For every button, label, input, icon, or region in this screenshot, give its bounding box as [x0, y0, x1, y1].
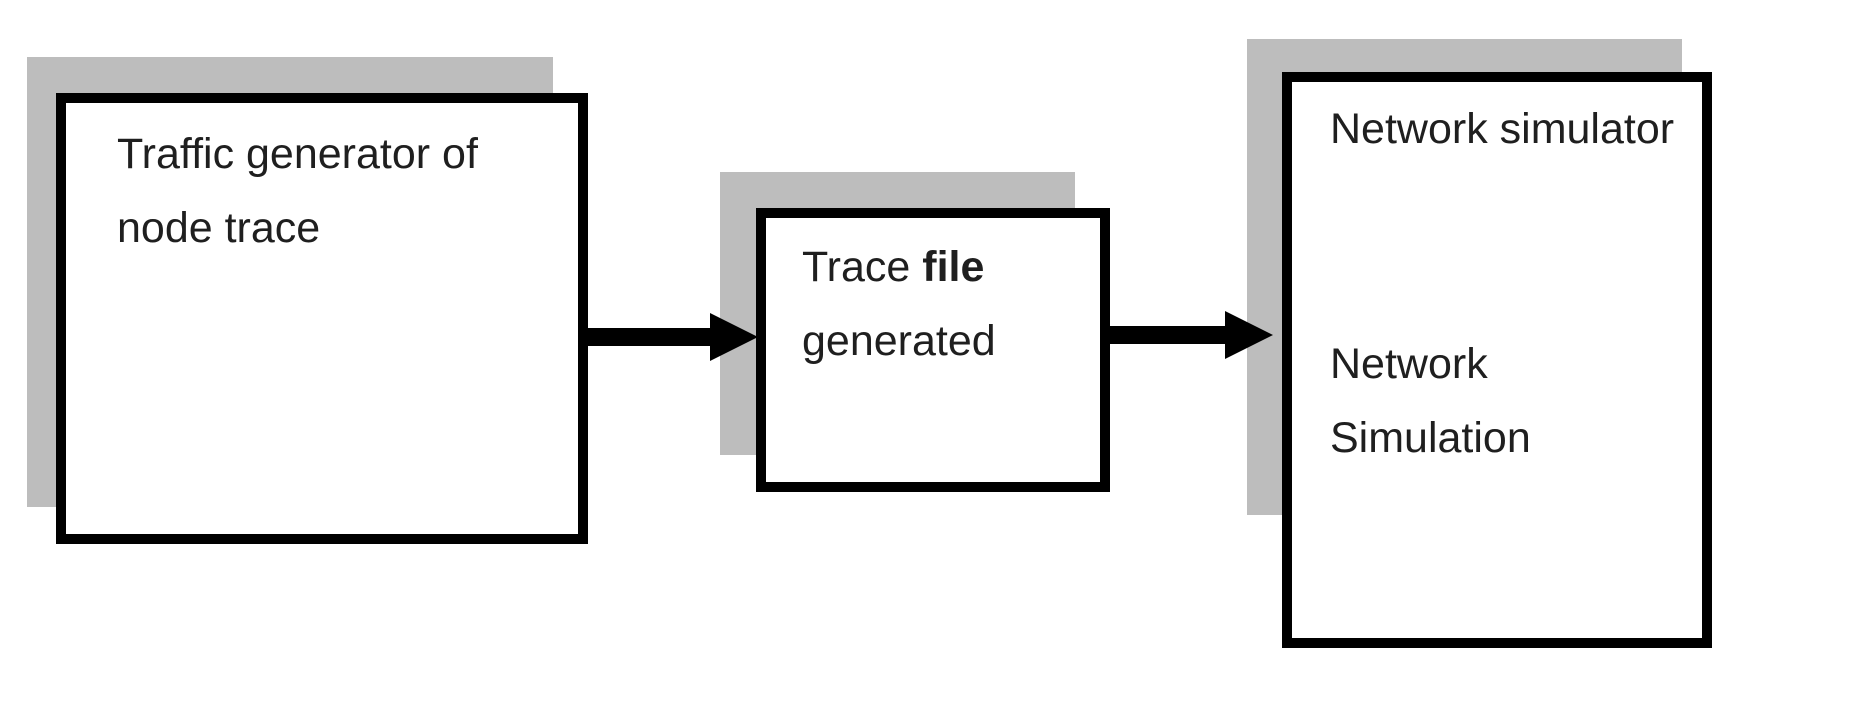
network-simulator-title: Network simulator	[1330, 105, 1675, 153]
trace-file-label: Trace file generated	[802, 230, 996, 378]
flow-arrow-1-arrowhead-icon	[710, 313, 758, 361]
network-simulator-body-line2: Simulation	[1330, 414, 1531, 462]
trace-file-label-line1-normal: Trace	[802, 243, 923, 291]
network-simulator-body: Network Simulation	[1330, 327, 1531, 475]
flow-arrow-2-arrowhead-icon	[1225, 311, 1273, 359]
trace-file-label-line1-bold: file	[922, 243, 985, 291]
traffic-generator-label-line1: Traffic generator of	[117, 130, 478, 178]
flow-arrow-2-shaft	[1105, 326, 1227, 344]
trace-file-label-line2: generated	[802, 317, 996, 365]
flow-node-network-simulator: Network simulator Network Simulation	[1282, 72, 1712, 648]
traffic-generator-label: Traffic generator of node trace	[117, 117, 478, 265]
trace-file-label-line1: Trace file	[802, 230, 996, 304]
traffic-generator-label-line2: node trace	[117, 204, 321, 252]
flow-node-trace-file: Trace file generated	[756, 208, 1110, 492]
network-simulator-body-line1: Network	[1330, 340, 1488, 388]
flow-node-traffic-generator: Traffic generator of node trace	[56, 93, 588, 544]
flow-arrow-1-shaft	[583, 328, 713, 346]
